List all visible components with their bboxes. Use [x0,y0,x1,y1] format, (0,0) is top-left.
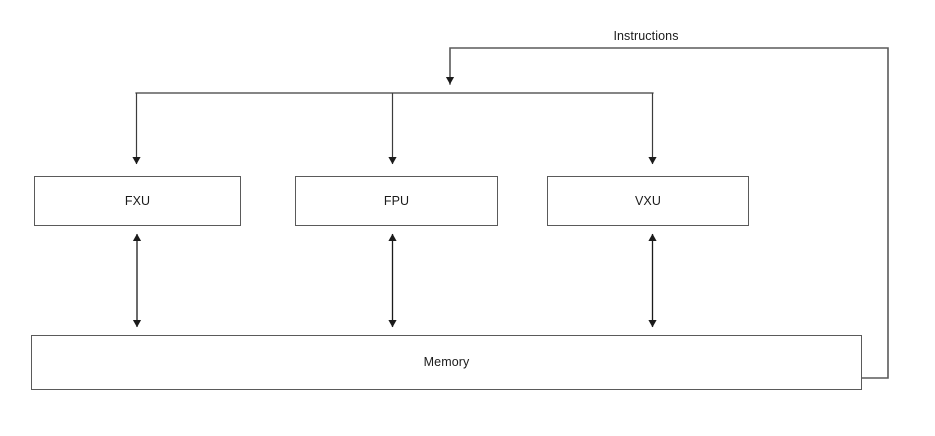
node-vxu[interactable]: VXU [547,176,749,226]
node-fpu-label: FPU [383,193,410,208]
edge-instructions-feedback [445,47,889,379]
node-fxu[interactable]: FXU [34,176,241,226]
node-vxu-label: VXU [634,193,661,208]
node-memory[interactable]: Memory [31,335,862,390]
node-fxu-label: FXU [124,193,151,208]
node-fpu[interactable]: FPU [295,176,498,226]
edge-label-instructions: Instructions [613,29,679,43]
node-memory-label: Memory [423,355,470,370]
